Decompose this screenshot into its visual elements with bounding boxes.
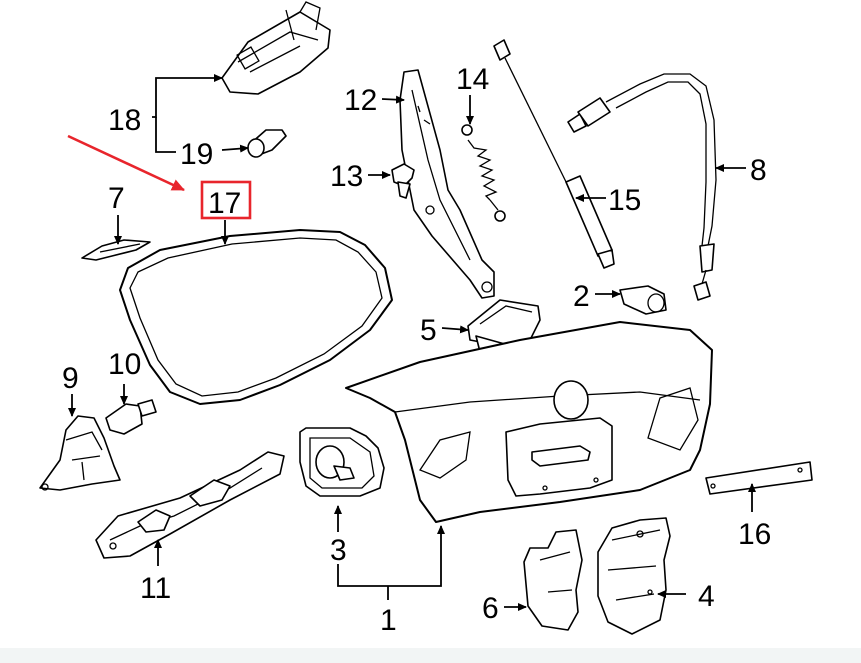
callout-17: 17 <box>208 187 241 220</box>
part-6-cover[interactable] <box>523 529 583 631</box>
part-11-garnish[interactable] <box>95 451 285 559</box>
part-15-gas-strut[interactable] <box>493 39 615 269</box>
callout-7: 7 <box>108 182 125 215</box>
part-4-lock-actuator[interactable] <box>597 517 671 635</box>
trunk-lid-parts-diagram: 18 19 7 17 12 13 14 15 8 2 5 10 9 11 16 … <box>39 1 813 637</box>
callout-12: 12 <box>344 84 377 117</box>
part-10-actuator[interactable] <box>105 399 157 435</box>
callout-9: 9 <box>62 362 79 395</box>
part-7-bracket[interactable] <box>81 239 151 261</box>
callout-4: 4 <box>698 580 715 613</box>
callout-1: 1 <box>380 604 397 637</box>
highlight-17 <box>67 134 252 220</box>
leader-lines <box>68 74 756 611</box>
callout-3: 3 <box>330 534 347 567</box>
part-17-weatherstrip[interactable] <box>119 229 393 405</box>
callout-13: 13 <box>330 160 363 193</box>
part-14-spring[interactable] <box>461 124 506 222</box>
footer-strip <box>0 648 861 663</box>
part-19-socket[interactable] <box>247 129 287 158</box>
part-13-bumper[interactable] <box>391 163 415 199</box>
callout-16: 16 <box>738 518 771 551</box>
callout-11: 11 <box>140 572 171 605</box>
callout-15: 15 <box>608 184 641 217</box>
part-2-switch[interactable] <box>619 285 667 315</box>
part-12-hinge[interactable] <box>399 69 495 299</box>
callout-2: 2 <box>573 280 590 313</box>
part-9-latch[interactable] <box>39 415 121 491</box>
part-18-lamp-housing[interactable] <box>221 1 331 95</box>
callout-18: 18 <box>108 104 141 137</box>
part-3-lamp[interactable] <box>299 427 385 497</box>
callout-5: 5 <box>420 314 437 347</box>
callout-19: 19 <box>180 138 213 171</box>
part-1-trunk-lid[interactable] <box>345 321 713 523</box>
callout-10: 10 <box>108 348 141 381</box>
part-16-trim-strip[interactable] <box>705 461 813 495</box>
callout-14: 14 <box>456 63 489 96</box>
part-8-release-cable[interactable] <box>567 73 717 301</box>
callout-6: 6 <box>482 592 499 625</box>
callout-labels: 18 19 7 17 12 13 14 15 8 2 5 10 9 11 16 … <box>62 63 771 637</box>
callout-8: 8 <box>750 154 767 187</box>
